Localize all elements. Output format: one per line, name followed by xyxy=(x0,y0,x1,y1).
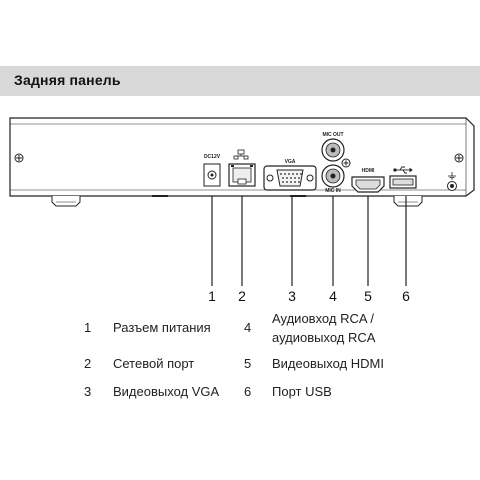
legend-label: Порт USB xyxy=(272,384,332,399)
mic-in-label: MIC IN xyxy=(325,188,341,194)
legend-number: 2 xyxy=(84,356,92,371)
legend-number: 6 xyxy=(244,384,252,399)
legend-label: Видеовыход VGA xyxy=(113,384,220,399)
callout-number: 5 xyxy=(364,288,372,304)
power-label: DC12V xyxy=(204,154,221,160)
callout-number: 3 xyxy=(288,288,296,304)
section-header: Задняя панель xyxy=(0,66,480,96)
vga-label: VGA xyxy=(285,159,296,165)
device-foot xyxy=(51,196,423,207)
usb-icon xyxy=(393,166,413,174)
audio-rca-ports: MIC OUT MIC IN xyxy=(321,132,351,194)
ground-icon xyxy=(448,172,456,180)
legend-number: 3 xyxy=(84,384,92,399)
hdmi-label: HDMI xyxy=(362,168,375,174)
ethernet-icon xyxy=(233,149,249,160)
section-title: Задняя панель xyxy=(14,72,121,88)
legend-label-line2: аудиовыход RCA xyxy=(272,330,376,345)
legend-label: Сетевой порт xyxy=(113,356,195,371)
plus-icon xyxy=(341,158,351,168)
power-connector: DC12V xyxy=(203,154,221,187)
callout-number: 1 xyxy=(208,288,216,304)
mic-out-label: MIC OUT xyxy=(322,132,343,138)
callout-lines xyxy=(211,196,407,286)
usb-port xyxy=(389,166,417,189)
ethernet-port xyxy=(228,149,256,187)
hdmi-port: HDMI xyxy=(351,168,385,193)
callout-number: 2 xyxy=(238,288,246,304)
ground-terminal xyxy=(447,172,457,191)
callout-number: 4 xyxy=(329,288,337,304)
legend-number: 1 xyxy=(84,320,92,335)
legend-label: Видеовыход HDMI xyxy=(272,356,384,371)
legend-label: Аудиовход RCA / xyxy=(272,311,375,326)
callout-number: 6 xyxy=(402,288,410,304)
vga-port: VGA xyxy=(263,159,317,191)
screw xyxy=(14,153,464,163)
legend-label: Разъем питания xyxy=(113,320,211,335)
legend-number: 4 xyxy=(244,320,252,335)
legend-number: 5 xyxy=(244,356,252,371)
